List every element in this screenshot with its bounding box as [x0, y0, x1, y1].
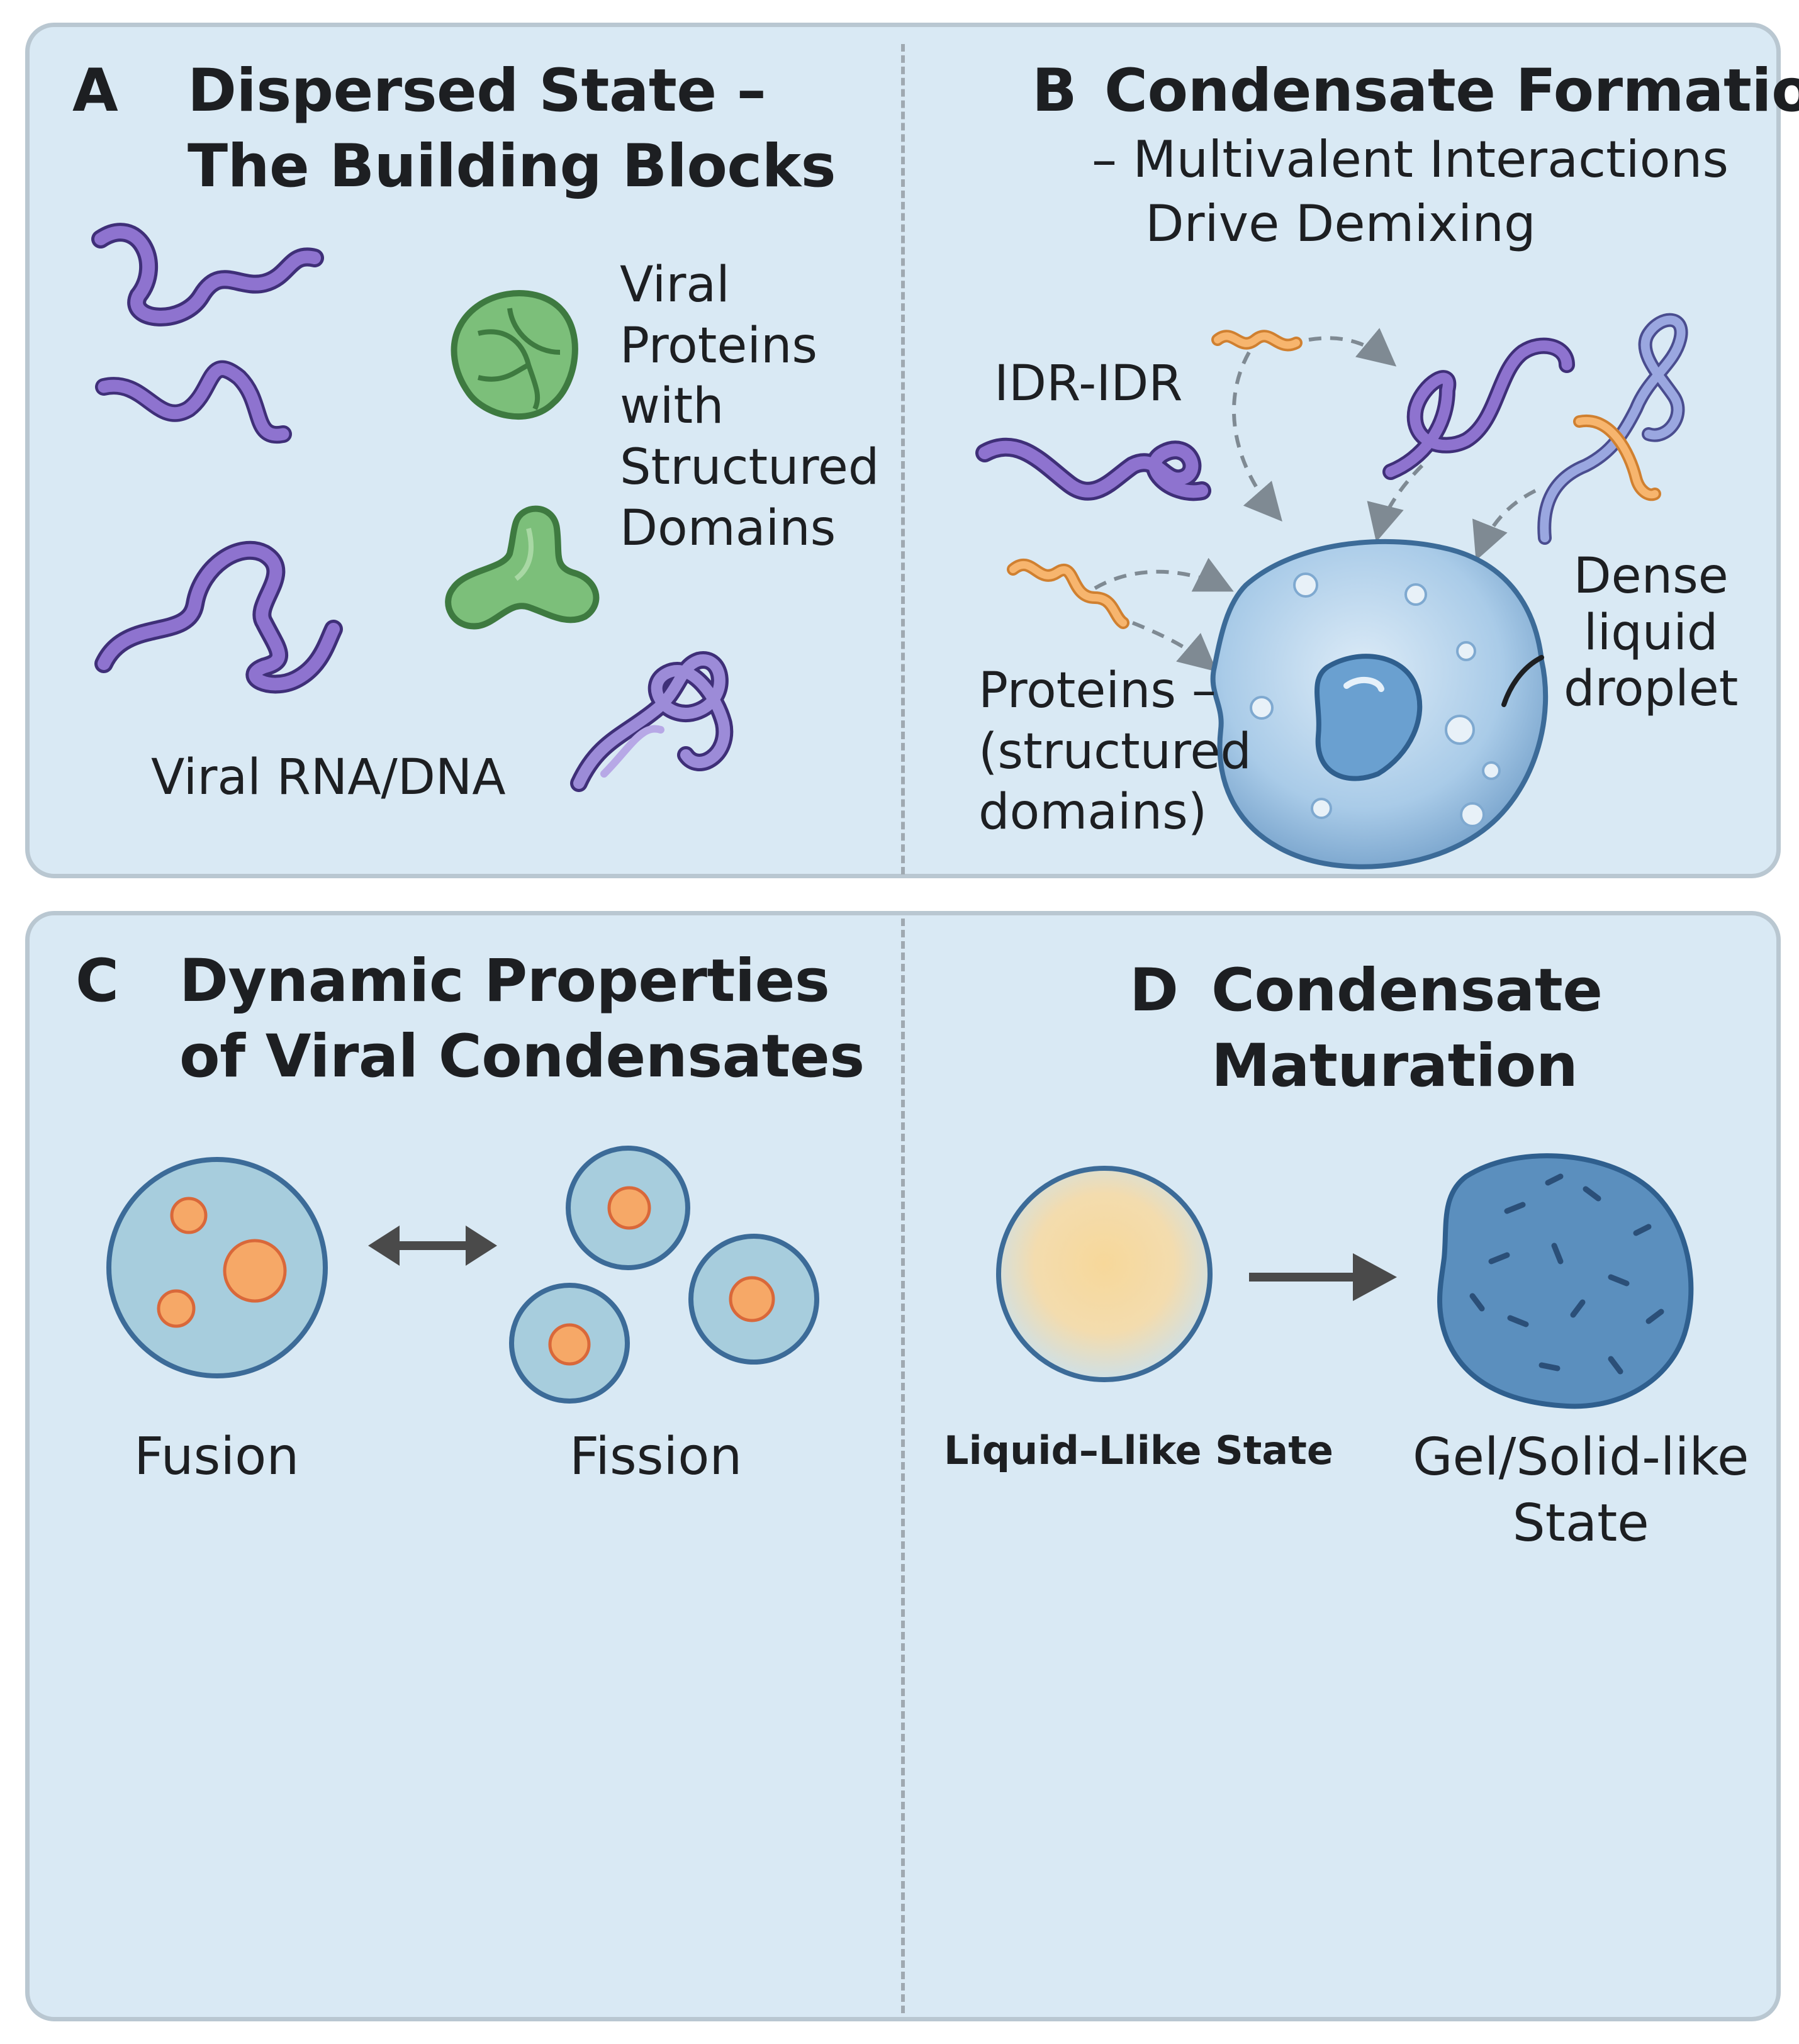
- structured-proteins-label-line: Proteins –: [978, 662, 1216, 719]
- viral-proteins-label-line: Proteins: [620, 317, 818, 374]
- idr-idr-label: IDR-IDR: [994, 355, 1183, 412]
- panel-c-letter: C: [76, 947, 119, 1015]
- globular-protein-icon: [451, 290, 578, 420]
- structured-proteins-label: Proteins – (structured domains): [978, 661, 1252, 843]
- orange-strand-left: [1007, 559, 1129, 629]
- panel-d-letter: D: [1129, 956, 1179, 1025]
- fusion-condensate-icon: [106, 1157, 328, 1378]
- panel-a-title-line-2: The Building Blocks: [188, 132, 836, 201]
- viral-proteins-label: Viral Proteins with Structured Domains: [620, 255, 879, 559]
- liquid-state-droplet-icon: [996, 1166, 1213, 1382]
- y-shaped-protein-icon: [445, 505, 600, 630]
- fission-label: Fission: [569, 1427, 743, 1487]
- rna-strand-2: [95, 360, 292, 444]
- panel-b-title: Condensate Formation: [1104, 57, 1799, 125]
- double-arrow-icon: [368, 1226, 497, 1266]
- gel-state-label-line: State: [1512, 1493, 1649, 1553]
- top-panel-divider: [901, 44, 905, 874]
- panel-d-title-line-2: Maturation: [1211, 1032, 1578, 1100]
- viral-proteins-label-line: Domains: [620, 500, 836, 557]
- interaction-arrows: [1094, 328, 1537, 672]
- dense-droplet-label-line: liquid: [1583, 604, 1718, 661]
- purple-strand-right: [1382, 337, 1575, 480]
- rna-strand-3: [94, 540, 343, 694]
- panel-c-title-line-2: of Viral Condensates: [179, 1022, 865, 1091]
- dense-droplet-label: Dense liquid droplet: [1564, 548, 1739, 718]
- fusion-label: Fusion: [134, 1427, 300, 1487]
- panel-b-letter: B: [1032, 57, 1077, 125]
- orange-strand-top: [1211, 330, 1303, 352]
- panel-c-title-line-1: Dynamic Properties: [179, 947, 830, 1015]
- viral-proteins-label-line: Viral: [620, 257, 730, 313]
- structured-proteins-label-line: (structured: [978, 723, 1252, 780]
- dense-droplet-label-line: Dense: [1573, 548, 1729, 605]
- viral-proteins-label-line: Structured: [620, 439, 880, 496]
- viral-proteins-label-line: with: [620, 378, 724, 435]
- fission-condensates-icon: [509, 1146, 819, 1404]
- rna-strand-1: [91, 223, 324, 327]
- dense-liquid-droplet-icon: [1210, 539, 1549, 869]
- structured-proteins-label-line: domains): [978, 784, 1208, 841]
- gel-state-label: Gel/Solid-like State: [1413, 1425, 1749, 1557]
- mixed-strand-far-right: [1537, 313, 1688, 545]
- viral-rna-dna-label: Viral RNA/DNA: [151, 749, 506, 806]
- gel-state-label-line: Gel/Solid-like: [1413, 1427, 1749, 1487]
- gel-solid-state-icon: [1437, 1153, 1694, 1409]
- bottom-panel-divider: [901, 919, 905, 2013]
- liquid-state-label: Liquid–Llike State: [944, 1427, 1333, 1473]
- rna-strand-4: [570, 651, 734, 792]
- maturation-arrow-icon: [1249, 1253, 1397, 1301]
- dense-droplet-label-line: droplet: [1564, 661, 1739, 718]
- idr-strand: [975, 437, 1211, 501]
- panel-b-subtitle-line-2: Drive Demixing: [1145, 194, 1536, 253]
- panel-b-subtitle-line-1: – Multivalent Interactions: [1092, 130, 1729, 189]
- panel-a-title-line-1: Dispersed State –: [188, 57, 766, 125]
- panel-d-title-line-1: Condensate: [1211, 956, 1603, 1025]
- panel-a-letter: A: [72, 57, 118, 125]
